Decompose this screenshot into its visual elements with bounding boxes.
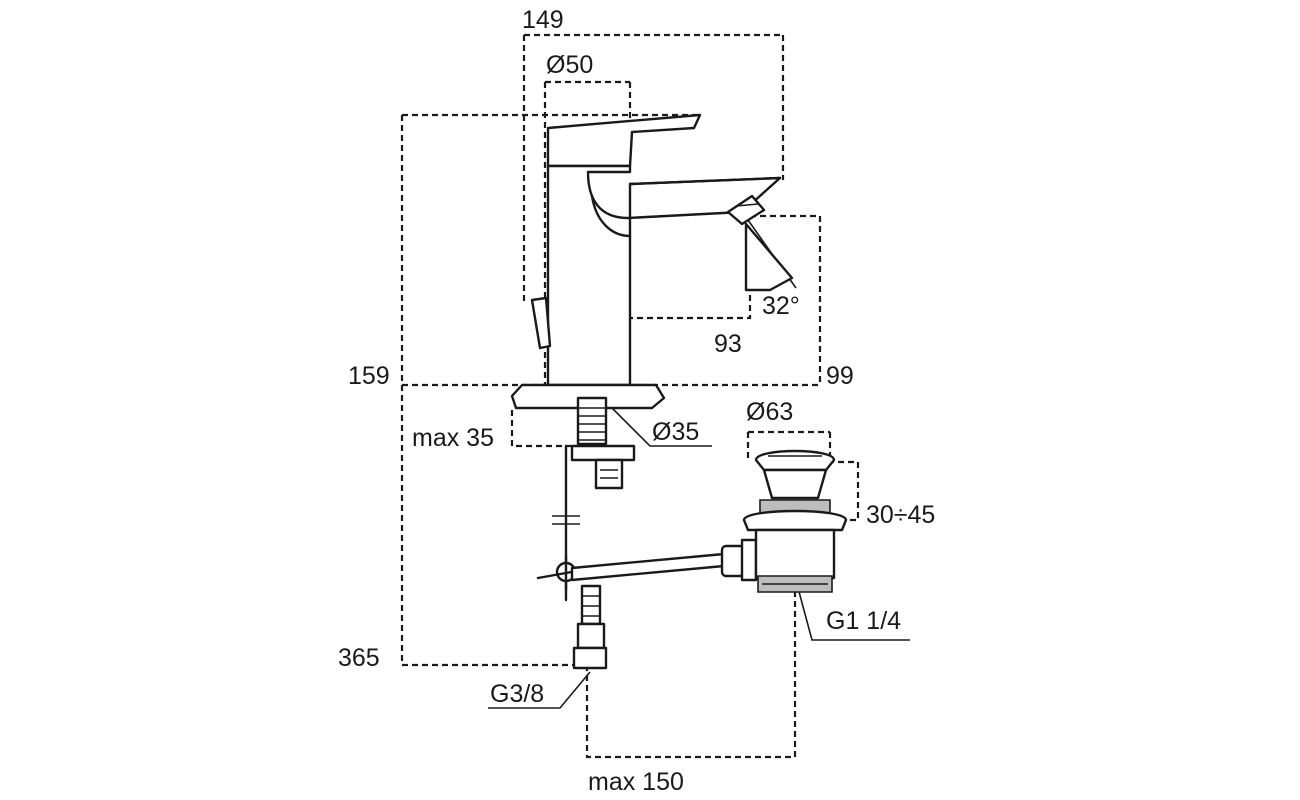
waste-body bbox=[742, 509, 848, 532]
mounting-hardware bbox=[552, 396, 636, 670]
dim-hole-diameter: Ø35 bbox=[652, 418, 699, 446]
water-jet bbox=[744, 222, 794, 292]
dim-hose-thread: G3/8 bbox=[490, 680, 544, 708]
dim-waste-thread: G1 1/4 bbox=[826, 607, 901, 635]
dim-max-offset: max 150 bbox=[588, 768, 684, 796]
base-plate bbox=[510, 383, 666, 410]
dim-max-thickness: max 35 bbox=[412, 424, 494, 452]
waste-assembly bbox=[536, 449, 848, 593]
aerator bbox=[726, 194, 766, 226]
dim-spout-height: 99 bbox=[826, 362, 854, 390]
dim-spout-reach: 149 bbox=[522, 6, 564, 34]
dim-spout-projection: 93 bbox=[714, 330, 742, 358]
dim-waste-height-range: 30÷45 bbox=[866, 501, 935, 529]
dim-waste-diameter: Ø63 bbox=[746, 398, 793, 426]
lever-handle bbox=[546, 113, 702, 168]
dim-body-diameter: Ø50 bbox=[546, 51, 593, 79]
popup-rod bbox=[530, 296, 552, 350]
plug-head bbox=[754, 449, 836, 472]
dimension-labels: 149 Ø50 159 99 93 32° max 35 Ø35 Ø63 30÷… bbox=[338, 6, 935, 796]
linkage-rod bbox=[570, 552, 726, 582]
dim-hose-length: 365 bbox=[338, 644, 380, 672]
dim-spout-angle: 32° bbox=[762, 292, 800, 320]
dim-overall-height: 159 bbox=[348, 362, 390, 390]
faucet bbox=[510, 113, 794, 410]
